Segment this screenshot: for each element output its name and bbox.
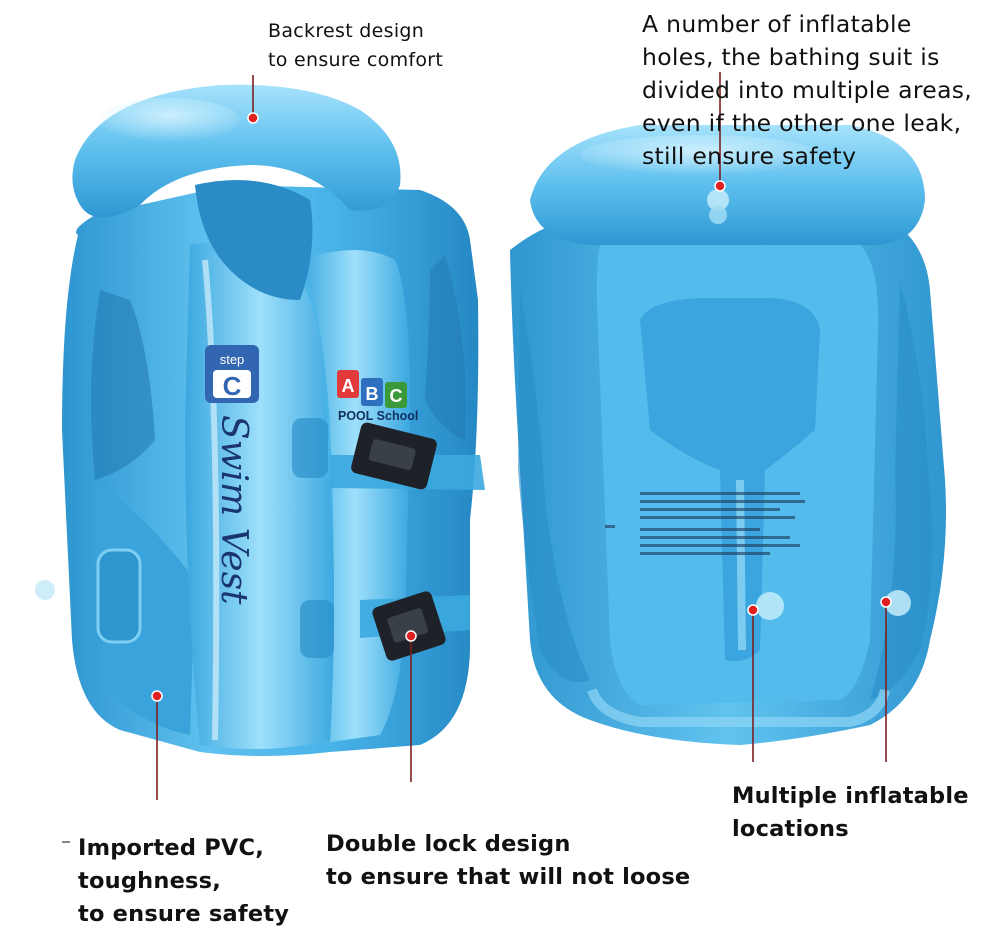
front-vest: step C A B C POOL School Swim Vest xyxy=(35,84,485,756)
brand-text: Swim Vest xyxy=(213,415,254,605)
back-top-valve xyxy=(707,189,729,224)
callout-holes-line-1: A number of inflatable xyxy=(642,10,912,38)
multi-marker-side xyxy=(880,596,892,608)
callout-holes: A number of inflatable holes, the bathin… xyxy=(642,8,972,173)
holes-marker xyxy=(714,180,726,192)
callout-multi-line-1: Multiple inflatable xyxy=(732,783,969,809)
back-collar-gloss xyxy=(580,135,820,175)
logo-text: POOL School xyxy=(338,409,418,423)
front-left-armhole xyxy=(91,290,155,480)
callout-holes-line-3: divided into multiple areas, xyxy=(642,76,973,104)
callout-pvc-line-2: toughness, xyxy=(78,868,221,894)
back-bottom-rim xyxy=(587,688,890,727)
step-badge: step C xyxy=(205,345,259,403)
front-mesh-upper xyxy=(292,418,328,478)
back-vest xyxy=(510,125,946,745)
front-right-armhole xyxy=(425,255,466,440)
warning-label xyxy=(605,492,805,555)
front-collar-gloss xyxy=(100,98,240,142)
callout-holes-line-4: even if the other one leak, xyxy=(642,109,962,137)
front-side-valve xyxy=(35,580,55,600)
back-right-chamber xyxy=(870,280,933,700)
back-left-chamber xyxy=(518,290,590,682)
front-lower-buckle xyxy=(372,591,446,661)
callout-multi-line-2: locations xyxy=(732,816,849,842)
front-left-chamber xyxy=(94,480,195,735)
pvc-marker xyxy=(151,690,163,702)
callout-backrest-line-1: Backrest design xyxy=(268,20,425,42)
callout-pvc: Imported PVC, toughness, to ensure safet… xyxy=(78,832,289,931)
logo-letter-a: A xyxy=(342,376,355,396)
front-left-ridge xyxy=(202,259,220,741)
back-center-valve xyxy=(756,592,784,620)
callout-lock-line-2: to ensure that will not loose xyxy=(326,864,691,890)
backrest-marker xyxy=(247,112,259,124)
callout-holes-line-2: holes, the bathing suit is xyxy=(642,43,940,71)
logo-letter-c: C xyxy=(390,386,403,406)
front-neck-inner xyxy=(195,180,313,300)
callout-multi: Multiple inflatable locations xyxy=(732,780,969,846)
step-badge-letter: C xyxy=(223,371,242,401)
callout-pvc-line-3: to ensure safety xyxy=(78,901,290,927)
multi-marker-center xyxy=(747,604,759,616)
callout-holes-line-5: still ensure safety xyxy=(642,142,857,170)
callout-lock-line-1: Double lock design xyxy=(326,831,571,857)
callout-markers xyxy=(62,72,892,843)
back-inner-highlight xyxy=(736,479,746,651)
callout-backrest-line-2: to ensure comfort xyxy=(268,49,444,71)
callout-lock: Double lock design to ensure that will n… xyxy=(326,828,690,894)
front-side-pocket xyxy=(96,548,142,644)
back-inner-ridge xyxy=(640,298,820,662)
callout-pvc-line-1: Imported PVC, xyxy=(78,835,264,861)
step-badge-top: step xyxy=(220,352,245,367)
callout-backrest: Backrest design to ensure comfort xyxy=(268,17,443,75)
pool-school-logo: A B C POOL School xyxy=(337,370,418,423)
back-side-valve xyxy=(885,590,911,616)
logo-letter-b: B xyxy=(366,384,379,404)
lock-marker xyxy=(405,630,417,642)
front-upper-buckle xyxy=(351,422,437,490)
front-mesh-lower xyxy=(300,600,334,658)
